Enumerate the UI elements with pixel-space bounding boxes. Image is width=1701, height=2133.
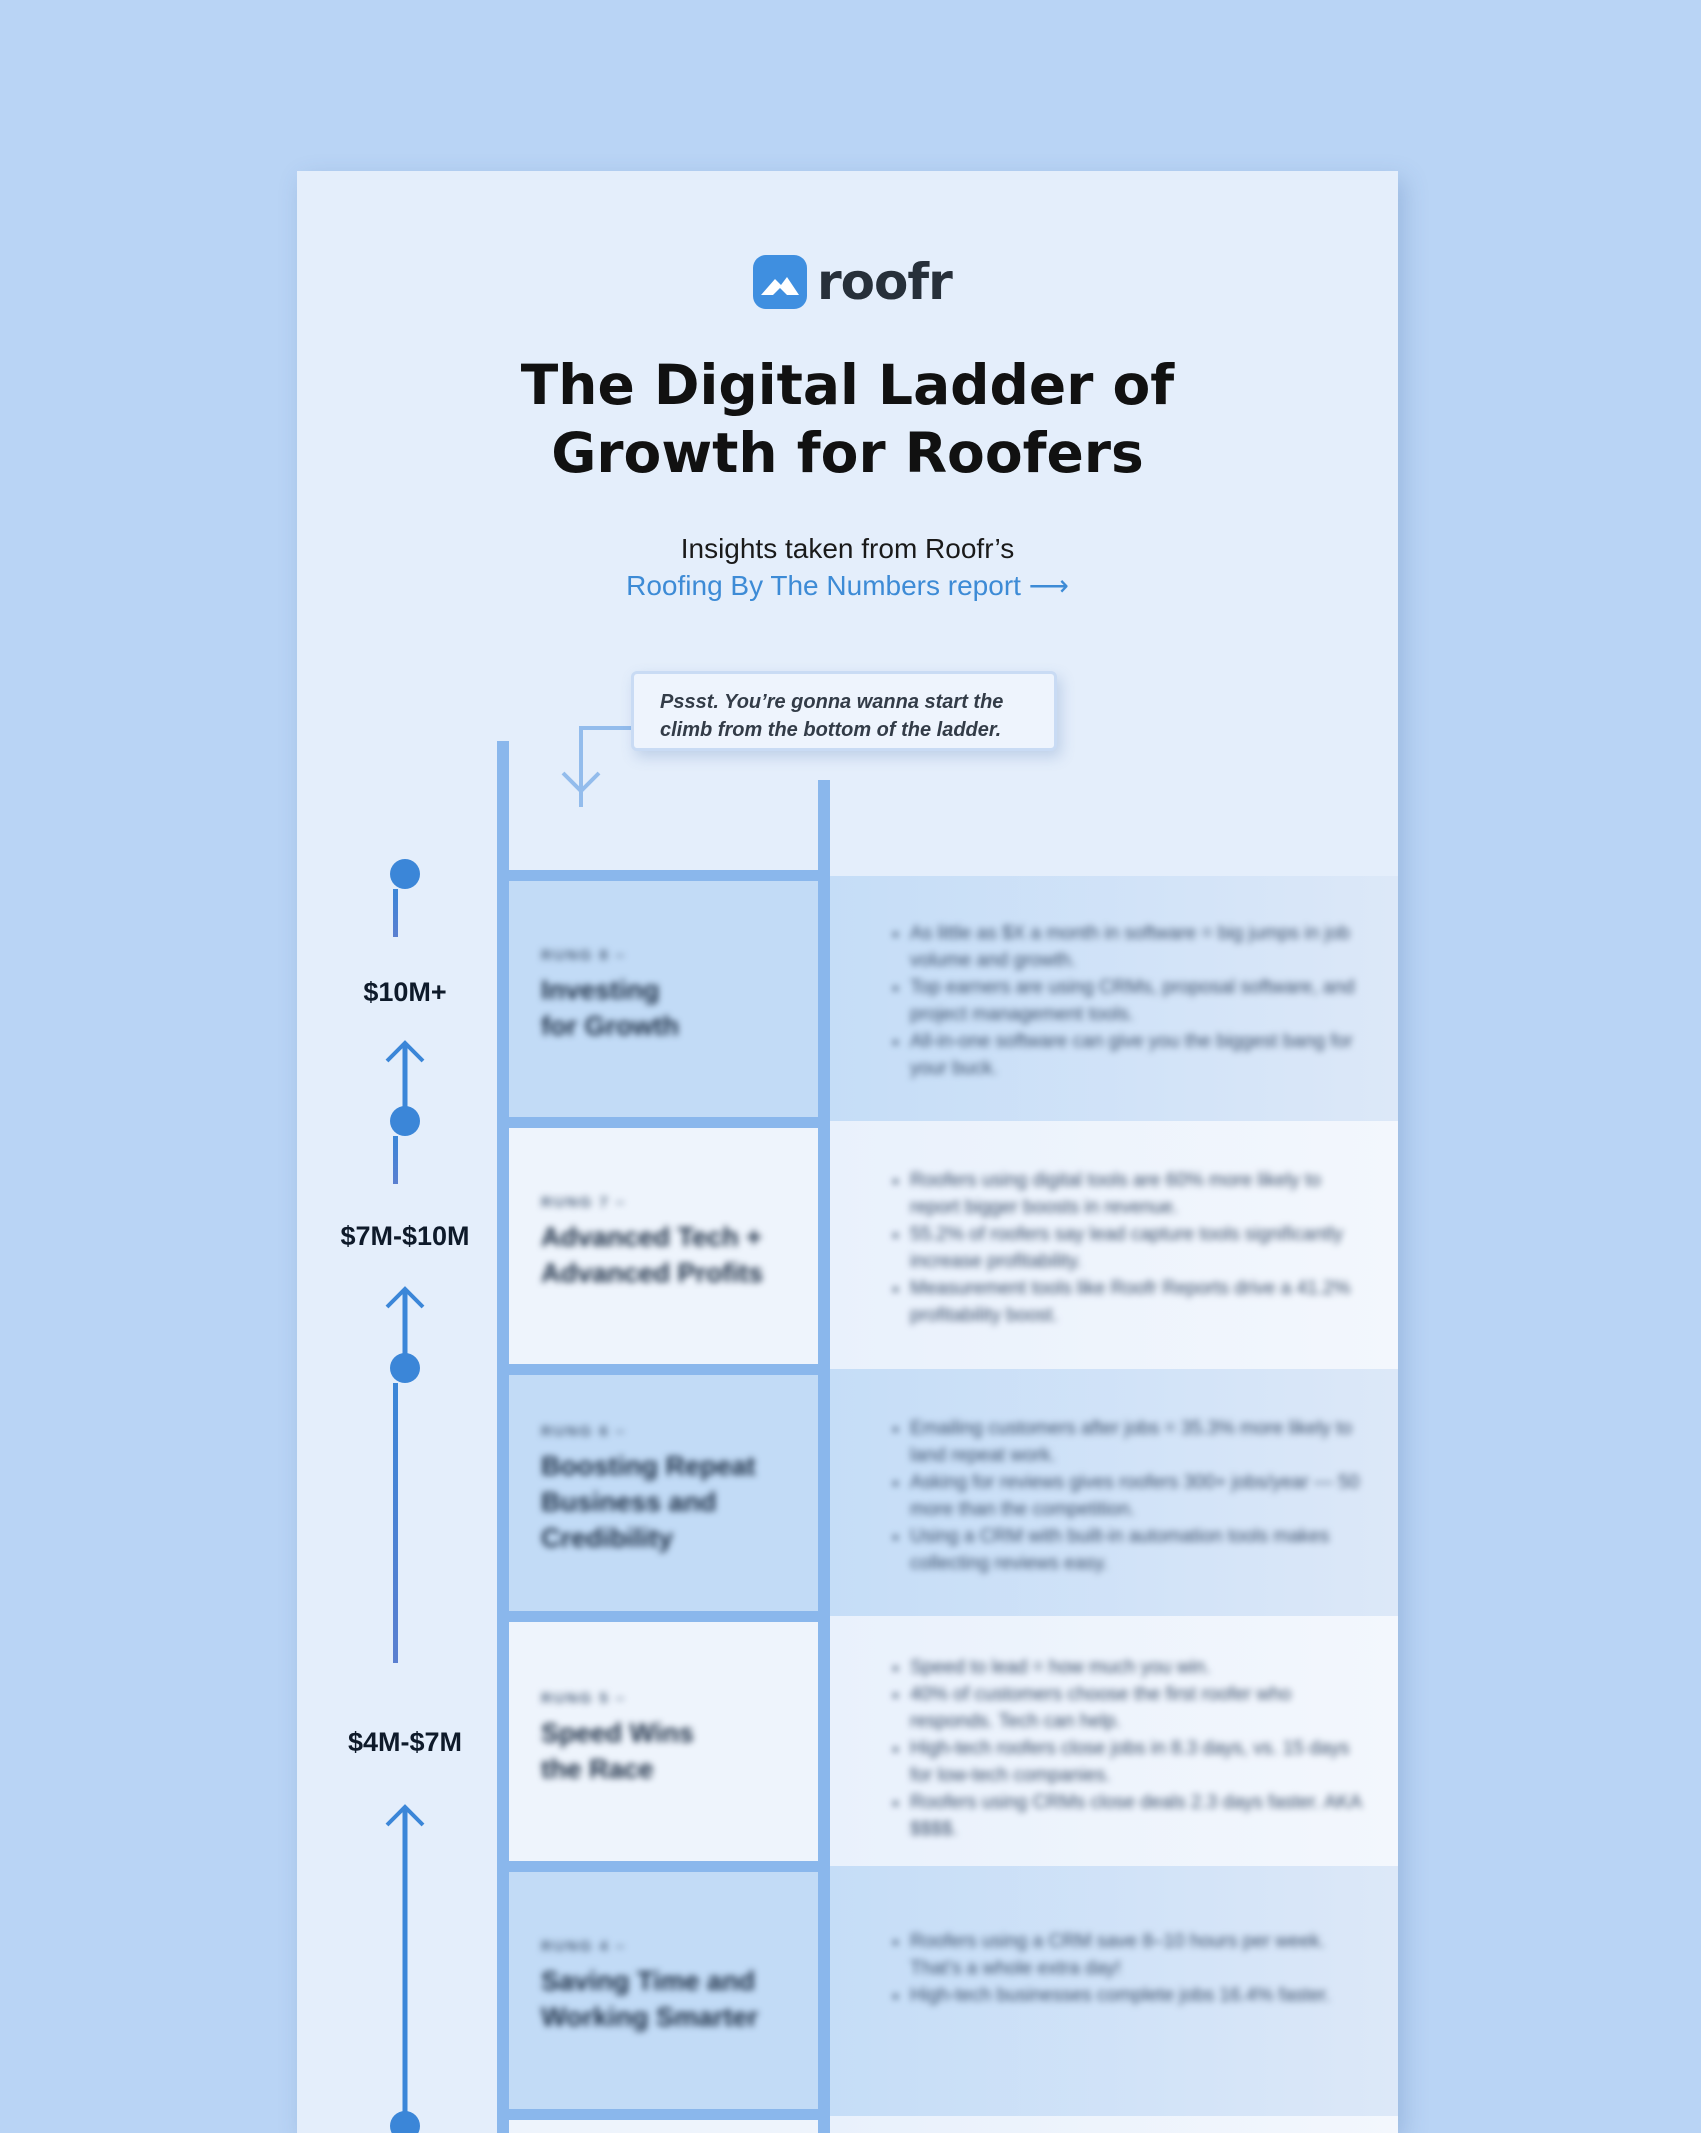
roof-icon <box>753 255 807 309</box>
arrow-up-icon <box>385 1286 425 1363</box>
arrow-down-icon <box>561 771 601 794</box>
rung-details-4: Roofers using a CRM save 8–10 hours per … <box>830 1866 1398 2116</box>
ladder-rung <box>509 870 818 881</box>
bullet: Using a CRM with built-in automation too… <box>910 1523 1370 1577</box>
page-title: The Digital Ladder of Growth for Roofers <box>297 351 1398 487</box>
rung-cell-3 <box>509 2120 818 2133</box>
rung-kicker: RUNG 8 – <box>541 947 627 964</box>
ladder-rung <box>509 2109 818 2120</box>
ladder-rung <box>509 1364 818 1375</box>
callout-connector-vertical <box>579 729 583 807</box>
bullet: 55.2% of roofers say lead capture tools … <box>910 1221 1370 1275</box>
title-line-1: The Digital Ladder of <box>520 353 1175 417</box>
rung-cell-6: RUNG 6 – Boosting Repeat Business and Cr… <box>509 1375 818 1611</box>
timeline-dot <box>390 2111 420 2133</box>
callout-line-1: Pssst. You’re gonna wanna start the <box>660 691 1004 713</box>
timeline-segment <box>393 889 398 937</box>
rung-title: Speed Wins the Race <box>541 1715 694 1787</box>
rung-kicker: RUNG 5 – <box>541 1690 627 1707</box>
timeline-dot <box>390 1106 420 1136</box>
rung-title-line: Boosting Repeat <box>541 1451 756 1481</box>
bullet: Top earners are using CRMs, proposal sof… <box>910 974 1370 1028</box>
subtitle: Insights taken from Roofr’s <box>680 533 1015 564</box>
callout-note: Pssst. You’re gonna wanna start the clim… <box>631 671 1057 751</box>
rung-details-6: Emailing customers after jobs = 35.3% mo… <box>830 1369 1398 1616</box>
rung-title-line: Credibility <box>541 1523 674 1553</box>
bullet: As little as $X a month in software = bi… <box>910 920 1370 974</box>
rung-title-line: Investing <box>541 975 660 1005</box>
ladder-rail-right <box>818 780 830 2133</box>
timeline-dot <box>390 1353 420 1383</box>
rung-details-8: As little as $X a month in software = bi… <box>830 876 1398 1121</box>
rung-cell-4: RUNG 4 – Saving Time and Working Smarter <box>509 1872 818 2109</box>
revenue-tier-label: $4M-$7M <box>347 1727 463 1757</box>
rung-kicker: RUNG 6 – <box>541 1423 627 1440</box>
infographic-page: roofr The Digital Ladder of Growth for R… <box>297 171 1398 2133</box>
bullet: Speed to lead = how much you win. <box>910 1654 1370 1681</box>
rung-title: Saving Time and Working Smarter <box>541 1963 758 2035</box>
report-link[interactable]: Roofing By The Numbers report ⟶ <box>626 570 1069 601</box>
rung-kicker: RUNG 4 – <box>541 1938 627 1955</box>
rung-details-7: Roofers using digital tools are 60% more… <box>830 1121 1398 1369</box>
bullet: High-tech businesses complete jobs 16.4%… <box>910 1982 1370 2009</box>
timeline-segment <box>393 1383 398 1663</box>
title-line-2: Growth for Roofers <box>551 421 1144 485</box>
rung-title-line: Saving Time and <box>541 1966 756 1996</box>
rung-details-3 <box>830 2116 1398 2133</box>
rung-title-line: Working Smarter <box>541 2002 759 2032</box>
roofr-logo: roofr <box>753 253 953 311</box>
bullet: Emailing customers after jobs = 35.3% mo… <box>910 1415 1370 1469</box>
rung-title: Boosting Repeat Business and Credibility <box>541 1448 756 1556</box>
rung-cell-7: RUNG 7 – Advanced Tech + Advanced Profit… <box>509 1128 818 1364</box>
callout-line-2: climb from the bottom of the ladder. <box>660 719 1002 741</box>
rung-title-line: Advanced Profits <box>541 1258 764 1288</box>
callout-connector <box>579 726 633 730</box>
timeline-segment <box>393 1136 398 1184</box>
bullet: Roofers using CRMs close deals 2.3 days … <box>910 1789 1370 1843</box>
rung-title-line: the Race <box>541 1754 654 1784</box>
rung-cell-8: RUNG 8 – Investing for Growth <box>509 881 818 1117</box>
bullet: All-in-one software can give you the big… <box>910 1028 1370 1082</box>
rung-title-line: Business and <box>541 1487 717 1517</box>
arrow-up-icon <box>385 1804 425 2133</box>
rung-title-line: for Growth <box>541 1011 679 1041</box>
rung-details-5: Speed to lead = how much you win. 40% of… <box>830 1616 1398 1866</box>
rung-title: Investing for Growth <box>541 972 679 1044</box>
rung-kicker: RUNG 7 – <box>541 1194 627 1211</box>
rung-title: Advanced Tech + Advanced Profits <box>541 1219 763 1291</box>
bullet: Asking for reviews gives roofers 300+ jo… <box>910 1469 1370 1523</box>
bullet: Roofers using digital tools are 60% more… <box>910 1167 1370 1221</box>
bullet: 40% of customers choose the first roofer… <box>910 1681 1370 1735</box>
bullet: High-tech roofers close jobs in 8.3 days… <box>910 1735 1370 1789</box>
revenue-tier-label: $10M+ <box>363 977 447 1007</box>
rung-cell-5: RUNG 5 – Speed Wins the Race <box>509 1622 818 1861</box>
ladder-rung <box>509 1117 818 1128</box>
rung-title-line: Speed Wins <box>541 1718 694 1748</box>
rung-title-line: Advanced Tech + <box>541 1222 762 1252</box>
ladder-rung <box>509 1611 818 1622</box>
ladder-rung <box>509 1861 818 1872</box>
arrow-up-icon <box>385 1040 425 1115</box>
ladder-rail-left <box>497 741 509 2133</box>
revenue-tier-label: $7M-$10M <box>340 1221 470 1251</box>
brand-name: roofr <box>817 253 953 311</box>
timeline-dot <box>390 859 420 889</box>
bullet: Measurement tools like Roofr Reports dri… <box>910 1275 1370 1329</box>
bullet: Roofers using a CRM save 8–10 hours per … <box>910 1928 1370 1982</box>
